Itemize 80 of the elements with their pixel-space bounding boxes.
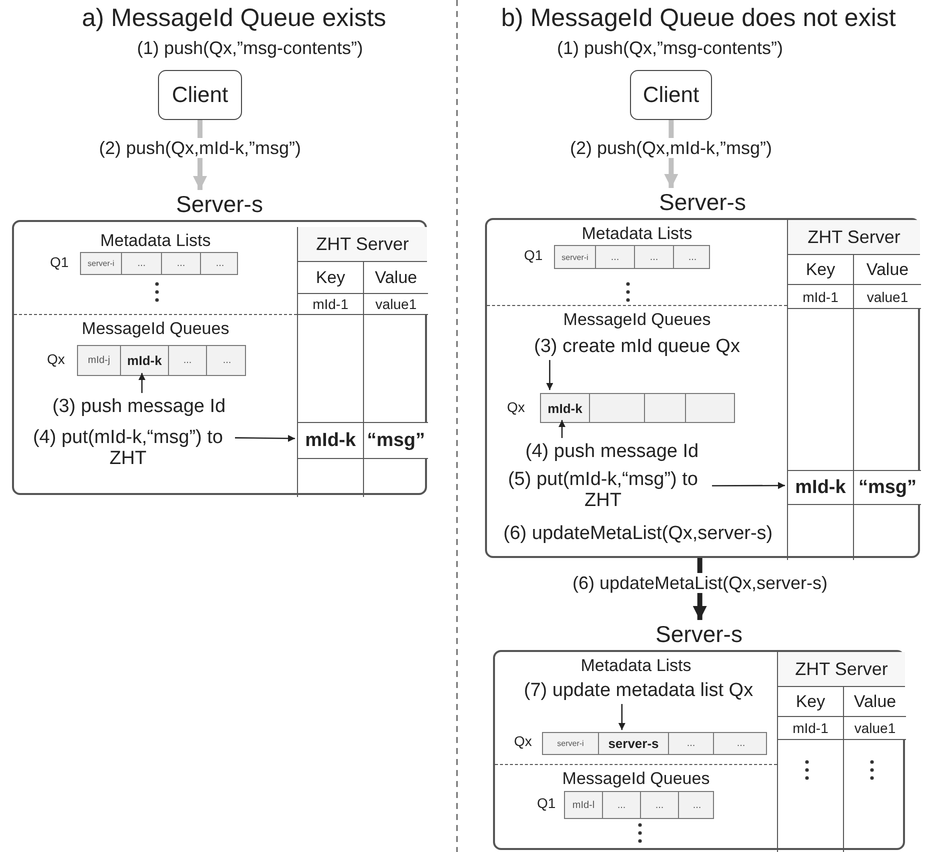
table-cell-text: mId-1 <box>792 719 830 738</box>
section-title: MessageId Queues <box>561 769 711 789</box>
table-header: ZHT Server <box>788 220 920 255</box>
queue-cell: ... <box>121 253 161 274</box>
queue-cell-text: mId-j <box>86 354 112 368</box>
queue-cell: mId-k <box>120 346 168 375</box>
queue-label: Q1 <box>524 247 543 263</box>
step-text: (1) push(Qx,”msg-contents”) <box>136 38 364 59</box>
queue-cell: ... <box>168 346 206 375</box>
queue-label: Q1 <box>537 795 556 811</box>
table-cell-text: mId-1 <box>312 295 350 314</box>
table-cell: value1 <box>843 717 906 739</box>
table-cell-text: mId-1 <box>802 288 840 306</box>
step-text: (6) updateMetaList(Qx,server-s) <box>492 523 784 551</box>
table-cell-text: Key <box>794 690 826 712</box>
arrow <box>235 434 295 442</box>
section-title: MessageId Queues <box>80 319 230 339</box>
panel-title: b) MessageId Queue does not exist <box>500 4 897 33</box>
step-text: (4) push message Id <box>492 441 732 467</box>
arrow <box>546 360 554 390</box>
step-text: (3) create mId queue Qx <box>492 336 782 363</box>
queue-bar <box>80 252 238 275</box>
queue-cell-text: server-i <box>560 252 590 264</box>
queue-cell: ... <box>640 792 678 818</box>
queue-cell-text: mId-l <box>571 798 596 812</box>
arrow <box>558 420 566 438</box>
client-box: Client <box>158 70 242 120</box>
queue-cell: ... <box>200 253 239 274</box>
queue-cell: ... <box>602 792 640 818</box>
queue-bar <box>564 791 714 819</box>
table-cell-text: Key <box>804 258 836 280</box>
queue-bar <box>542 732 767 755</box>
queue-cell: ... <box>595 246 634 268</box>
table-cell: Value <box>853 255 921 284</box>
step-text: (7) update metadata list Qx <box>500 680 777 706</box>
queue-cell: ... <box>634 246 673 268</box>
table-cell-text: mId-k <box>794 476 847 500</box>
queue-bar <box>540 393 735 423</box>
table-cell: value1 <box>853 285 921 308</box>
panel-heading: Server-s <box>658 188 747 216</box>
queue-cell: ... <box>668 733 713 754</box>
queue-cell-text: server-i <box>86 258 116 270</box>
arrow <box>138 373 146 393</box>
queue-cell: ... <box>206 346 247 375</box>
queue-cell: ... <box>678 792 715 818</box>
table-cell: “msg” <box>363 423 428 458</box>
step-text: (3) push message Id <box>19 396 259 421</box>
queue-cell: ... <box>673 246 711 268</box>
section-title: Metadata Lists <box>580 224 694 244</box>
panel-heading: Server-s <box>654 620 744 648</box>
section-title: Metadata Lists <box>580 656 692 676</box>
panel-heading: Server-s <box>175 190 264 218</box>
queue-cell-text: mId-k <box>546 400 584 418</box>
queue-bar <box>554 245 710 269</box>
table-cell: Value <box>843 687 906 716</box>
arrow <box>618 704 626 730</box>
table-cell: value1 <box>363 294 428 314</box>
queue-bar <box>77 345 246 376</box>
table-cell: Value <box>363 262 428 293</box>
arrow <box>712 482 785 490</box>
client-box: Client <box>630 70 712 120</box>
step-text: (4) put(mId-k,“msg”) to ZHT <box>19 427 237 473</box>
table-header: ZHT Server <box>778 652 905 687</box>
queue-label: Qx <box>47 351 65 367</box>
queue-cell: ... <box>161 253 200 274</box>
table-cell: “msg” <box>853 471 921 504</box>
step-text: (1) push(Qx,”msg-contents”) <box>556 38 784 59</box>
table-cell-text: Key <box>314 266 346 288</box>
queue-cell-text: server-i <box>556 738 585 750</box>
table-cell-text: mId-k <box>304 428 357 452</box>
queue-cell: ... <box>713 733 768 754</box>
queue-label: Q1 <box>50 254 69 270</box>
queue-label: Qx <box>507 399 525 415</box>
table-header: ZHT Server <box>298 227 427 262</box>
section-title: Metadata Lists <box>99 231 212 251</box>
step-text: (5) put(mId-k,“msg”) to ZHT <box>492 469 714 515</box>
queue-cell: server-s <box>598 733 668 754</box>
queue-label: Qx <box>514 733 532 749</box>
section-title: MessageId Queues <box>562 310 712 330</box>
panel-title: a) MessageId Queue exists <box>80 4 388 33</box>
